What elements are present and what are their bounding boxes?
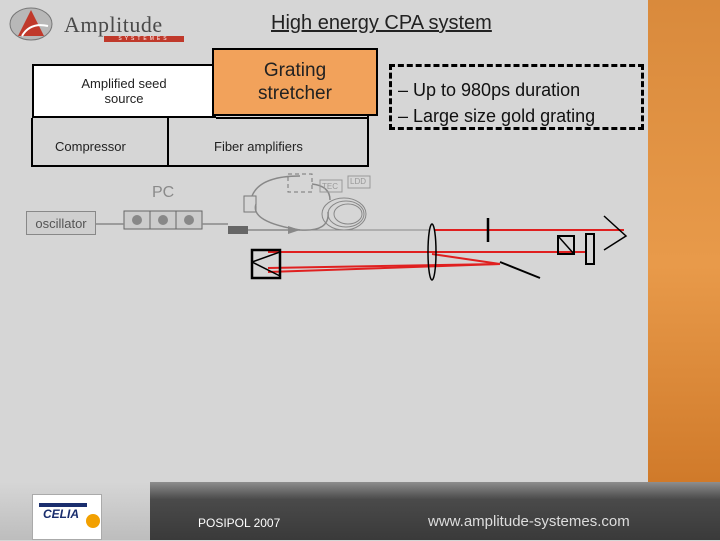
celia-logo-text: CELIA <box>43 507 79 521</box>
feature-bullets-box: – Up to 980ps duration – Large size gold… <box>389 64 644 130</box>
tec-label: TEC <box>322 182 338 191</box>
fiber-coupler-icon <box>228 226 248 234</box>
stretcher-box-line2: stretcher <box>258 83 332 104</box>
amplified-seed-source-box: Amplified seed source <box>32 64 216 118</box>
stretcher-box-line1: Grating <box>263 60 327 81</box>
logo-brand-text: Amplitude <box>64 12 163 37</box>
bullet-item: – Large size gold grating <box>398 106 596 126</box>
celia-logo: CELIA <box>32 494 102 540</box>
seed-box-line1: Amplified seed <box>81 76 167 91</box>
oscillator-box: oscillator <box>26 211 96 235</box>
fiber-amplifiers-label: Fiber amplifiers <box>214 139 303 154</box>
celia-logo-icon <box>39 503 100 528</box>
ldd-label: LDD <box>350 177 367 186</box>
fiber-coil-icon <box>321 197 367 231</box>
amplitude-logo: Amplitude SYSTEMES <box>8 6 188 42</box>
pc-module-icon <box>123 210 203 230</box>
logo-tagline: SYSTEMES <box>104 36 184 42</box>
bullet-item: – Up to 980ps duration <box>398 80 581 100</box>
laser-beam-paths <box>267 229 624 273</box>
lens-icon <box>427 223 437 281</box>
compressor-label: Compressor <box>55 139 126 154</box>
pc-label: PC <box>152 184 175 201</box>
decorative-side-band <box>648 0 720 482</box>
grating-stretcher-box: Grating stretcher <box>212 48 378 116</box>
roof-mirror-icon <box>250 248 282 280</box>
amplitude-logo-icon <box>9 7 53 41</box>
website-url: www.amplitude-systemes.com <box>428 513 630 530</box>
oscillator-label: oscillator <box>35 215 87 231</box>
conference-label: POSIPOL 2007 <box>198 516 281 530</box>
seed-box-line2: source <box>104 91 144 106</box>
slide-title: High energy CPA system <box>271 12 492 34</box>
